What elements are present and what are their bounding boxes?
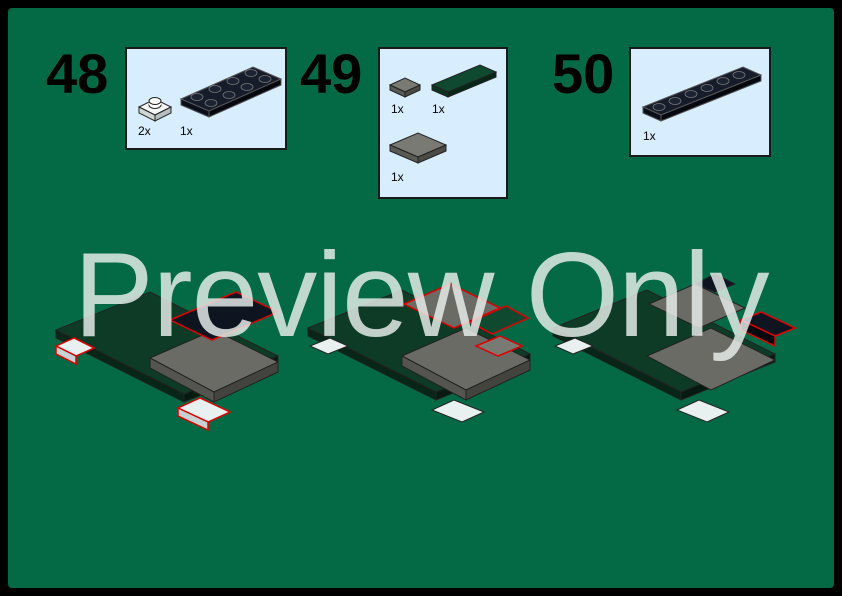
part-qty: 1x (391, 102, 404, 116)
plate-1x1-white-icon (137, 97, 173, 122)
tile-2x2-gray-icon (388, 132, 448, 164)
step-number-48: 48 (46, 42, 109, 105)
tile-1x4-green-icon (430, 64, 498, 98)
plate-1x6-black-icon (641, 66, 763, 122)
parts-list-step-48: 2x 1x (125, 47, 287, 150)
plate-2x4-black-icon (179, 66, 283, 118)
part-qty: 2x (138, 124, 151, 138)
step-number-49: 49 (300, 42, 363, 105)
assembly-illustration-step-50 (551, 273, 797, 423)
tile-1x1-gray-icon (388, 77, 422, 98)
part-qty: 1x (643, 129, 656, 143)
assembly-illustration-step-49 (306, 283, 532, 423)
parts-list-step-49: 1x 1x 1x (378, 47, 508, 199)
part-qty: 1x (432, 102, 445, 116)
parts-list-step-50: 1x (629, 47, 771, 157)
part-qty: 1x (391, 170, 404, 184)
assembly-illustration-step-48 (54, 291, 280, 432)
part-qty: 1x (180, 124, 193, 138)
step-number-50: 50 (552, 42, 615, 105)
